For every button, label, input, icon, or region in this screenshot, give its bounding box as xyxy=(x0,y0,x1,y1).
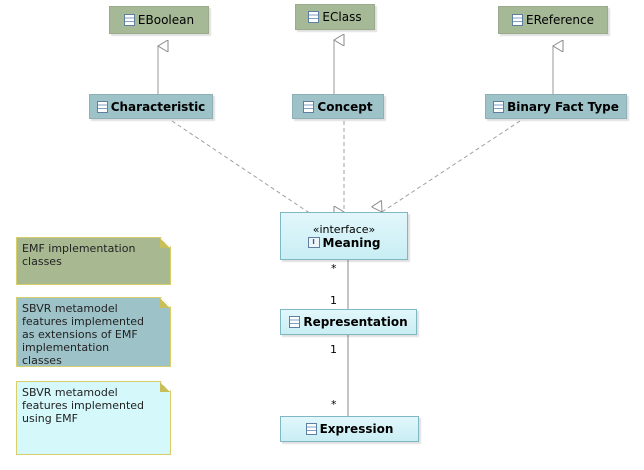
multiplicity-representation-bottom: 1 xyxy=(330,343,337,356)
class-binary-fact-type[interactable]: Binary Fact Type xyxy=(485,94,627,119)
note-fold-icon xyxy=(160,382,170,392)
class-eclass[interactable]: EClass xyxy=(295,4,375,30)
class-icon xyxy=(511,14,523,26)
class-representation-label: Representation xyxy=(303,315,408,329)
class-concept[interactable]: Concept xyxy=(292,94,384,119)
note-fold-icon xyxy=(160,238,170,248)
legend-note-extensions-text: SBVR metamodel features implemented as e… xyxy=(22,302,145,367)
realization-binary-fact-type-meaning[interactable] xyxy=(382,120,521,212)
multiplicity-representation-top: 1 xyxy=(330,294,337,307)
class-eboolean-label: EBoolean xyxy=(137,13,195,27)
class-binary-fact-type-label: Binary Fact Type xyxy=(507,99,619,114)
interface-meaning[interactable]: «interface» I Meaning xyxy=(280,212,408,260)
class-ereference[interactable]: EReference xyxy=(498,6,608,34)
class-icon xyxy=(96,100,108,113)
class-icon xyxy=(308,11,320,23)
note-fold-icon xyxy=(160,298,170,308)
class-representation[interactable]: Representation xyxy=(280,309,417,335)
legend-note-using-emf[interactable]: SBVR metamodel features implemented usin… xyxy=(16,381,171,455)
class-icon xyxy=(303,100,315,113)
realization-characteristic-meaning[interactable] xyxy=(171,120,308,212)
legend-note-emf[interactable]: EMF implementation classes xyxy=(16,237,171,285)
class-eclass-label: EClass xyxy=(322,10,362,24)
class-concept-label: Concept xyxy=(317,99,373,114)
interface-stereotype: «interface» xyxy=(312,222,376,236)
class-icon xyxy=(493,100,505,113)
legend-note-using-emf-text: SBVR metamodel features implemented usin… xyxy=(22,386,145,425)
class-icon xyxy=(123,14,135,26)
class-expression[interactable]: Expression xyxy=(280,416,419,442)
class-ereference-label: EReference xyxy=(525,13,594,27)
class-icon xyxy=(289,316,301,328)
class-expression-label: Expression xyxy=(319,422,394,436)
multiplicity-meaning: * xyxy=(331,262,337,275)
legend-note-emf-text: EMF implementation classes xyxy=(22,242,136,268)
class-eboolean[interactable]: EBoolean xyxy=(109,6,209,34)
legend-note-extensions[interactable]: SBVR metamodel features implemented as e… xyxy=(16,297,171,367)
multiplicity-expression: * xyxy=(331,398,337,411)
interface-icon: I xyxy=(307,237,320,248)
interface-meaning-label: Meaning xyxy=(322,235,381,250)
class-characteristic-label: Characteristic xyxy=(110,99,206,114)
class-characteristic[interactable]: Characteristic xyxy=(89,94,213,119)
class-icon xyxy=(305,423,317,435)
